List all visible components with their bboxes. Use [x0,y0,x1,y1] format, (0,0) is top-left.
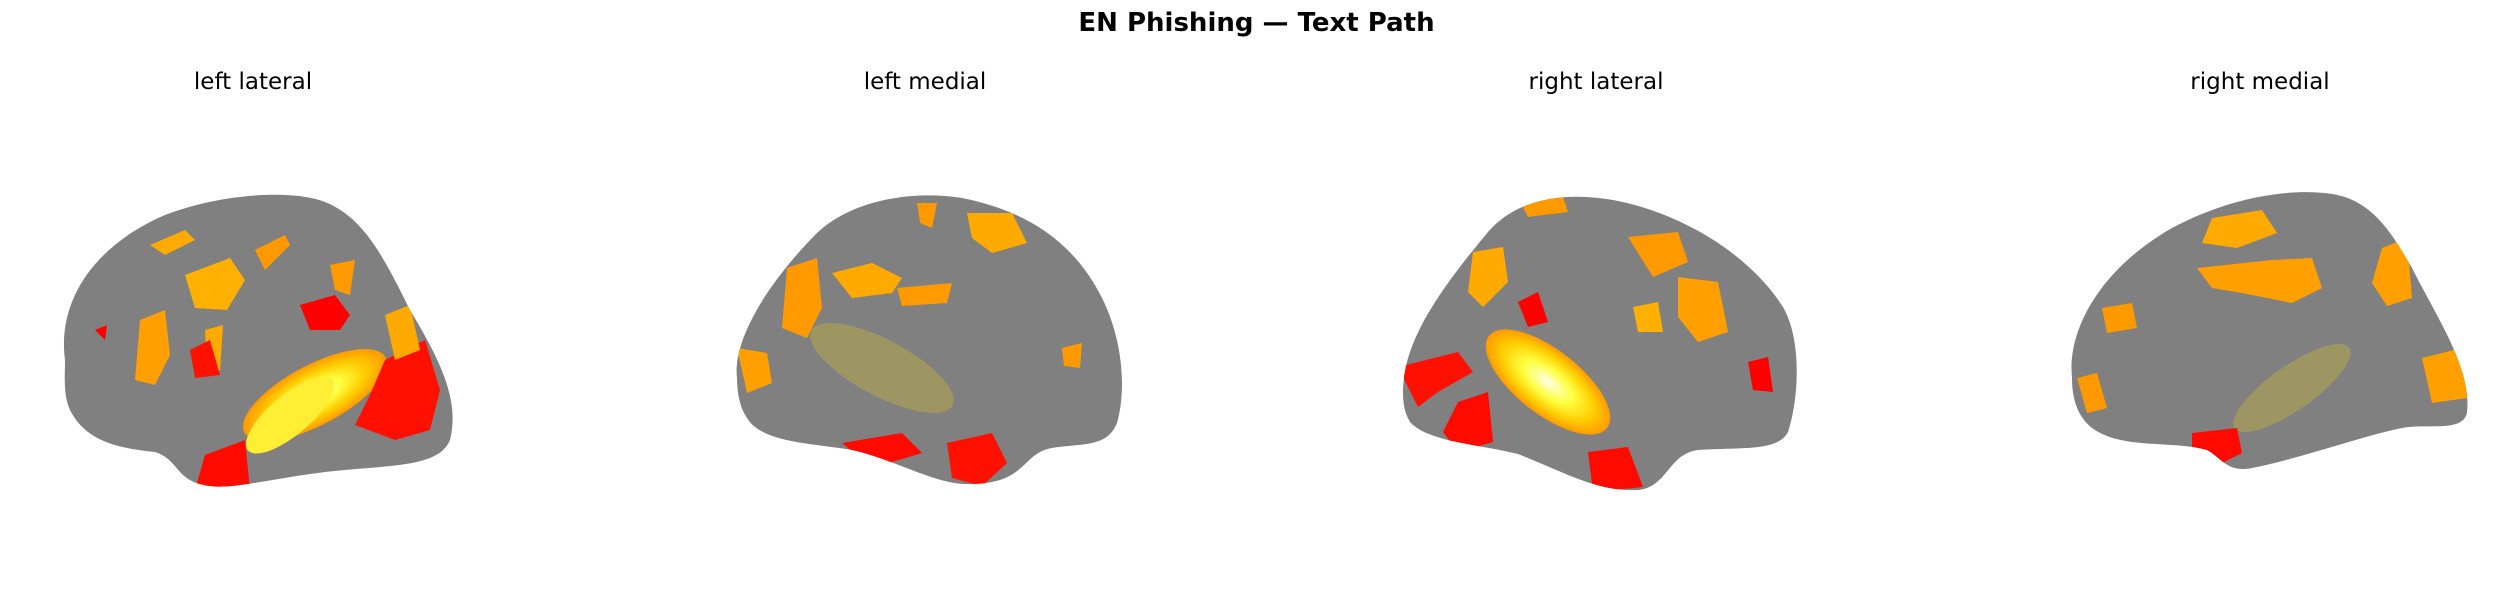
panel-right-medial: right medial [2007,0,2513,595]
panel-title: right lateral [1528,69,1664,95]
brain-surface-left-medial [736,195,1123,485]
panel-left-medial: left medial [672,0,1178,595]
brain-surface-left-lateral [63,194,453,487]
figure-title: EN Phishing — Text Path [1078,8,1435,38]
panel-title: left lateral [193,69,313,95]
panel-title: right medial [2190,69,2330,95]
brain-surface-right-medial [2071,192,2468,469]
panel-left-lateral: left lateral [0,0,506,595]
brain-surface-right-lateral [1403,196,1797,491]
panel-right-lateral: right lateral [1343,0,1849,595]
panel-title: left medial [863,69,987,95]
